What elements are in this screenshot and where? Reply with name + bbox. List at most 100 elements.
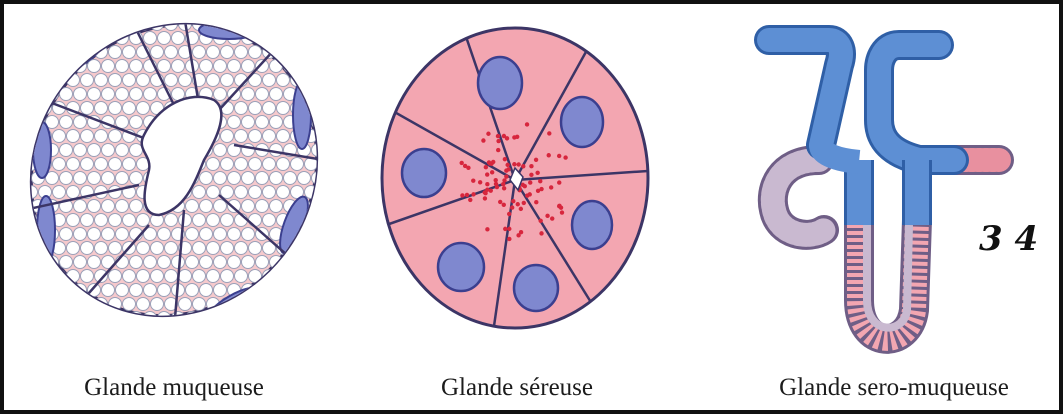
mucous-granule [74,312,87,325]
mucous-granule [249,46,262,59]
mucous-granule [130,200,143,213]
mucous-granule [25,270,38,283]
mucous-granule [270,88,283,101]
mucous-granule [172,10,185,17]
mucous-granule [228,172,241,185]
zymogen-granule [538,219,542,223]
mucous-granule [277,158,290,171]
mucous-granule [305,326,318,331]
zymogen-granule [550,216,554,220]
mucous-granule [109,270,122,283]
zymogen-granule [498,200,502,204]
mucous-granule [53,158,66,171]
mucous-granule [95,326,108,331]
mucous-granule [263,186,276,199]
mucous-granule [235,46,248,59]
zymogen-granule [483,196,487,200]
zymogen-granule [501,182,505,186]
mucous-granule [319,326,325,331]
seromucous-gland-caption: Glande sero-muqueuse [729,374,1059,402]
mucous-granule [144,284,157,297]
mucous-granule [53,130,66,143]
mucous-granule [214,284,227,297]
mucous-granule [319,18,325,31]
mucous-granule [228,10,241,17]
mucous-granule [312,200,325,213]
mucous-granule [130,172,143,185]
mucous-granule [165,242,178,255]
mucous-granule [277,326,290,331]
zymogen-granule [460,193,464,197]
mucous-granule [305,270,318,283]
mucous-granule [242,10,255,17]
mucous-granule [123,18,136,31]
mucous-granule [312,256,325,269]
mucous-granule [25,102,38,115]
mucous-granule [263,298,276,311]
zymogen-granule [516,202,520,206]
mucous-granule [151,46,164,59]
mucous-granule [53,46,66,59]
zymogen-granule [485,172,489,176]
mucous-granule [95,130,108,143]
mucous-granule [305,46,318,59]
zymogen-granule [496,134,500,138]
mucous-granule [53,298,66,311]
mucous-granule [319,242,325,255]
mucous-granule [270,116,283,129]
mucous-granule [214,172,227,185]
mucous-granule [165,326,178,331]
zymogen-granule [538,179,542,183]
mucous-granule [242,60,255,73]
mucous-granule [102,144,115,157]
mucous-granule [277,46,290,59]
zymogen-granule [519,230,523,234]
mucous-granule [123,270,136,283]
zymogen-granule [534,200,538,204]
mucous-granule [123,298,136,311]
mucous-granule [123,74,136,87]
mucous-granule [102,10,115,17]
mucous-granule [39,46,52,59]
mucous-granule [270,200,283,213]
mucous-granule [319,298,325,311]
mucous-granule [158,60,171,73]
mucous-granule [277,270,290,283]
mucous-granule [60,284,73,297]
mucous-granule [46,88,59,101]
mucous-granule [158,256,171,269]
mucous-granule [74,60,87,73]
zymogen-granule [471,192,475,196]
mucous-granule [32,284,45,297]
mucous-granule [305,18,318,31]
mucous-granule [24,88,31,101]
mucous-granule [74,144,87,157]
mucous-granule [32,312,45,325]
mucous-granule [263,326,276,331]
mucous-granule [249,214,262,227]
mucous-granule [249,326,262,331]
mucous-granule [123,102,136,115]
mucous-granule [179,74,192,87]
mucous-granule [319,74,325,87]
mucous-granule [46,32,59,45]
mucous-granule [60,144,73,157]
mucous-granule [172,256,185,269]
mucous-granule [291,158,304,171]
mucous-granule [305,74,318,87]
mucous-granule [137,298,150,311]
mucous-granule [137,214,150,227]
serous-gland-panel [372,10,662,370]
mucous-granule [165,270,178,283]
mucous-granule [200,256,213,269]
zymogen-granule [563,155,567,159]
mucous-granule [186,284,199,297]
zymogen-granule [519,207,523,211]
mucous-granule [88,228,101,241]
mucous-granule [312,228,325,241]
mucous-granule [53,74,66,87]
mucous-granule [24,60,31,73]
mucous-granule [158,32,171,45]
zymogen-granule [487,160,491,164]
mucous-granule [67,130,80,143]
